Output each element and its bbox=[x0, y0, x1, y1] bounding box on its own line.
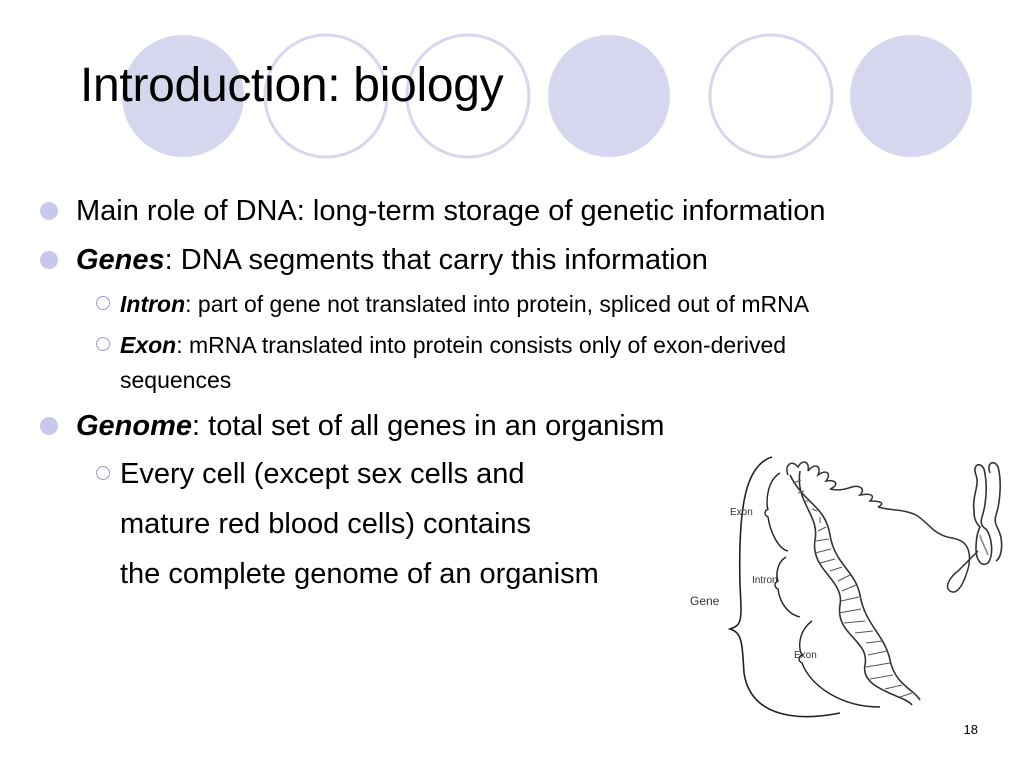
chromosome-icon bbox=[972, 461, 1003, 565]
sub-bullet-every-cell: Every cell (except sex cells and bbox=[96, 456, 525, 492]
decorative-circles bbox=[122, 33, 972, 159]
sub-bullet-text-line1: Every cell (except sex cells and bbox=[120, 458, 525, 490]
sub-bullet-term: Intron bbox=[120, 291, 186, 317]
sub-bullet-intron: Intron: part of gene not translated into… bbox=[96, 289, 809, 319]
sub-bullet-exon-continuation: sequences bbox=[120, 367, 232, 393]
sub-bullet-ring-icon bbox=[96, 296, 110, 310]
dna-helix bbox=[789, 470, 921, 706]
circle-filled-3 bbox=[850, 35, 972, 157]
exon-bottom-bracket bbox=[798, 620, 881, 708]
circle-filled-1 bbox=[122, 35, 244, 157]
bullet-dna-role: Main role of DNA: long-term storage of g… bbox=[40, 193, 826, 229]
circle-outline-3 bbox=[708, 33, 834, 159]
slide-title: Introduction: biology bbox=[80, 59, 504, 112]
bullet-term: Genome bbox=[76, 410, 193, 442]
gene-dna-diagram: Exon Intron Gene Exon bbox=[690, 456, 1003, 718]
sub-bullet-text-line3: the complete genome of an organism bbox=[120, 558, 599, 590]
sub-bullet-exon: Exon: mRNA translated into protein consi… bbox=[96, 330, 786, 360]
sub-bullet-text: : part of gene not translated into prote… bbox=[185, 291, 810, 317]
label-intron: Intron bbox=[752, 575, 778, 586]
sub-bullet-ring-icon bbox=[96, 337, 110, 351]
intron-bracket bbox=[774, 556, 801, 618]
bullet-dot-icon bbox=[40, 417, 58, 435]
bullet-dot-icon bbox=[40, 202, 58, 220]
exon-top-bracket bbox=[764, 472, 789, 552]
sub-bullet-text-line2: mature red blood cells) contains bbox=[120, 508, 532, 540]
circle-filled-2 bbox=[548, 35, 670, 157]
circle-outline-1 bbox=[263, 33, 389, 159]
chromatin-coil bbox=[786, 461, 979, 593]
bullet-text: : DNA segments that carry this informati… bbox=[164, 244, 708, 276]
bullet-genome: Genome: total set of all genes in an org… bbox=[40, 408, 664, 444]
circle-outline-2 bbox=[405, 33, 531, 159]
sub-bullet-ring-icon bbox=[96, 466, 110, 480]
page-number: 18 bbox=[963, 722, 978, 737]
sub-bullet-term: Exon bbox=[120, 332, 177, 358]
bullet-text: Main role of DNA: long-term storage of g… bbox=[76, 195, 826, 227]
dna-rungs bbox=[792, 479, 913, 698]
label-gene: Gene bbox=[690, 594, 720, 608]
gene-bracket bbox=[727, 456, 841, 718]
sub-bullet-text: : mRNA translated into protein consists … bbox=[176, 332, 787, 358]
bullet-term: Genes bbox=[76, 244, 165, 276]
bullet-text: : total set of all genes in an organism bbox=[192, 410, 665, 442]
label-exon-top: Exon bbox=[730, 507, 753, 518]
bullet-genes: Genes: DNA segments that carry this info… bbox=[40, 242, 708, 278]
bullet-dot-icon bbox=[40, 251, 58, 269]
label-exon-bottom: Exon bbox=[794, 650, 817, 661]
